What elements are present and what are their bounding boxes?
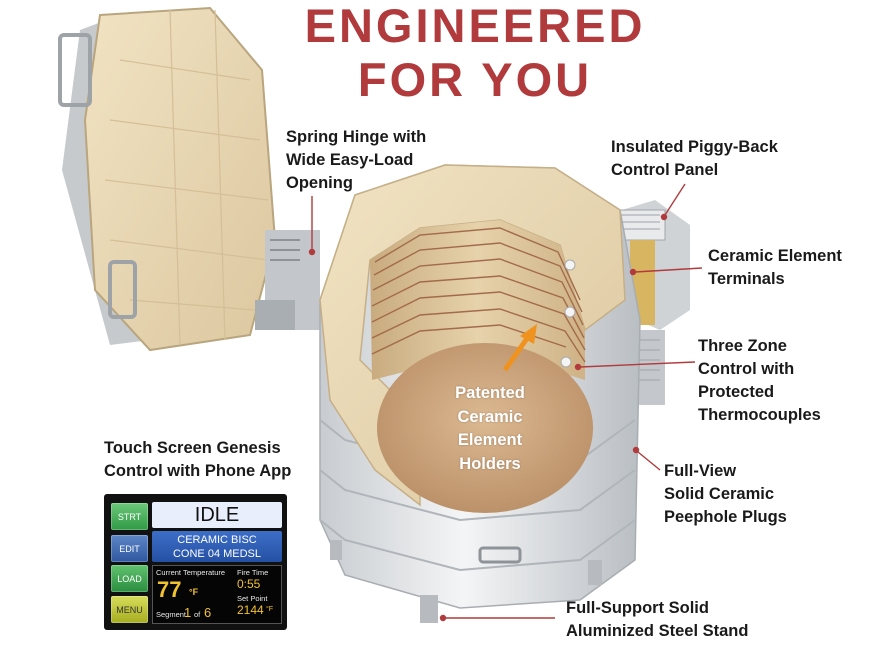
program-display: CERAMIC BISC CONE 04 MEDSL xyxy=(152,531,282,562)
set-point-label: Set Point xyxy=(237,594,268,603)
current-temp-label: Current Temperature xyxy=(156,568,226,577)
kiln-floor xyxy=(377,343,593,513)
segment-total: 6 xyxy=(204,605,212,620)
callout-three-zone: Three Zone Control with Protected Thermo… xyxy=(698,335,821,427)
fire-time-label: Fire Time xyxy=(237,568,269,577)
set-point-value: 2144 xyxy=(237,603,264,617)
callout-element-holders: Patented Ceramic Element Holders xyxy=(440,382,540,476)
callout-text: Control with xyxy=(698,360,795,378)
callout-text: Control Panel xyxy=(611,161,719,179)
start-button[interactable]: STRT xyxy=(111,503,148,530)
callout-text: Patented xyxy=(455,384,525,402)
callout-stand: Full-Support Solid Aluminized Steel Stan… xyxy=(566,597,748,643)
callout-text: Ceramic xyxy=(457,407,523,426)
heating-elements xyxy=(371,227,586,363)
leader-lines xyxy=(308,183,703,622)
callout-text: Terminals xyxy=(708,270,785,288)
headline-line2: FOR YOU xyxy=(357,53,593,106)
segment-of: of xyxy=(194,610,201,619)
callout-spring-hinge: Spring Hinge with Wide Easy-Load Opening xyxy=(286,126,426,195)
callout-touch-screen: Touch Screen Genesis Control with Phone … xyxy=(104,437,291,483)
callout-element-terminals: Ceramic Element Terminals xyxy=(708,245,842,291)
callout-text: Peephole Plugs xyxy=(664,508,787,526)
callout-text: Ceramic Element xyxy=(708,247,842,265)
program-details: CONE 04 MEDSL xyxy=(172,548,262,560)
callout-peephole: Full-View Solid Ceramic Peephole Plugs xyxy=(664,460,787,529)
fire-time-value: 0:55 xyxy=(237,577,261,591)
callout-text: Full-View xyxy=(664,462,737,480)
callout-text: Spring Hinge with xyxy=(286,128,427,146)
program-name: CERAMIC BISC xyxy=(177,534,257,546)
callout-text: Holders xyxy=(459,454,521,473)
segment-label: Segment xyxy=(156,610,187,619)
callout-text: Full-Support Solid xyxy=(566,599,709,617)
load-button[interactable]: LOAD xyxy=(111,565,148,592)
callout-text: Aluminized Steel Stand xyxy=(566,622,749,640)
arrow-icon xyxy=(502,324,537,372)
callout-text: Solid Ceramic xyxy=(664,485,775,503)
edit-button[interactable]: EDIT xyxy=(111,535,148,562)
callout-text: Wide Easy-Load xyxy=(286,151,414,169)
callout-text: Touch Screen Genesis xyxy=(104,439,281,457)
touch-screen-controller: STRT EDIT LOAD MENU IDLE CERAMIC BISC CO… xyxy=(104,494,287,630)
callout-text: Thermocouples xyxy=(698,406,821,424)
headline-line1: ENGINEERED xyxy=(304,0,646,52)
callout-text: Protected xyxy=(698,383,775,401)
callout-text: Insulated Piggy-Back xyxy=(611,138,778,156)
callout-text: Element xyxy=(457,431,523,449)
callout-text: Control with Phone App xyxy=(104,462,292,480)
callout-piggyback: Insulated Piggy-Back Control Panel xyxy=(611,136,778,182)
current-temp-unit: °F xyxy=(189,587,199,597)
current-temp-value: 77 xyxy=(157,577,182,602)
callout-text: Opening xyxy=(286,174,353,192)
status-display: IDLE xyxy=(152,502,282,528)
spring-hinge xyxy=(255,230,320,330)
menu-button[interactable]: MENU xyxy=(111,596,148,623)
kiln-lid xyxy=(58,6,277,352)
callout-text: Three Zone xyxy=(698,337,787,355)
set-point-unit: °F xyxy=(266,606,274,613)
segment-current: 1 xyxy=(184,605,192,620)
temperature-panel: Current Temperature 77 °F Fire Time 0:55… xyxy=(152,565,282,624)
